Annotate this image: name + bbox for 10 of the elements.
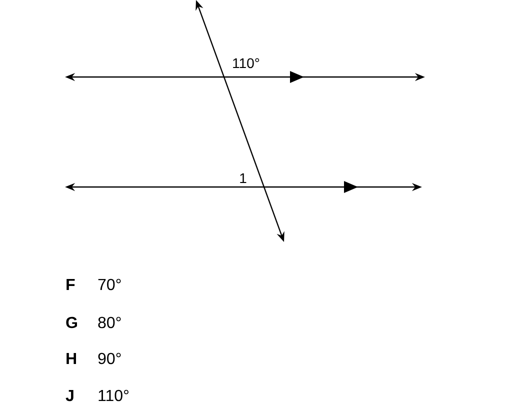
choice-value: 90° <box>98 352 121 364</box>
choice-letter: J <box>66 390 74 402</box>
choice-value: 70° <box>98 278 121 290</box>
choice-value: 110° <box>98 390 128 402</box>
choice-letter: H <box>66 353 76 364</box>
choice-letter: F <box>66 279 75 290</box>
angle-label: 1 <box>240 173 246 183</box>
angle-label: 110° <box>233 58 260 68</box>
choice-letter: G <box>66 316 77 328</box>
choice-value: 80° <box>98 316 121 328</box>
